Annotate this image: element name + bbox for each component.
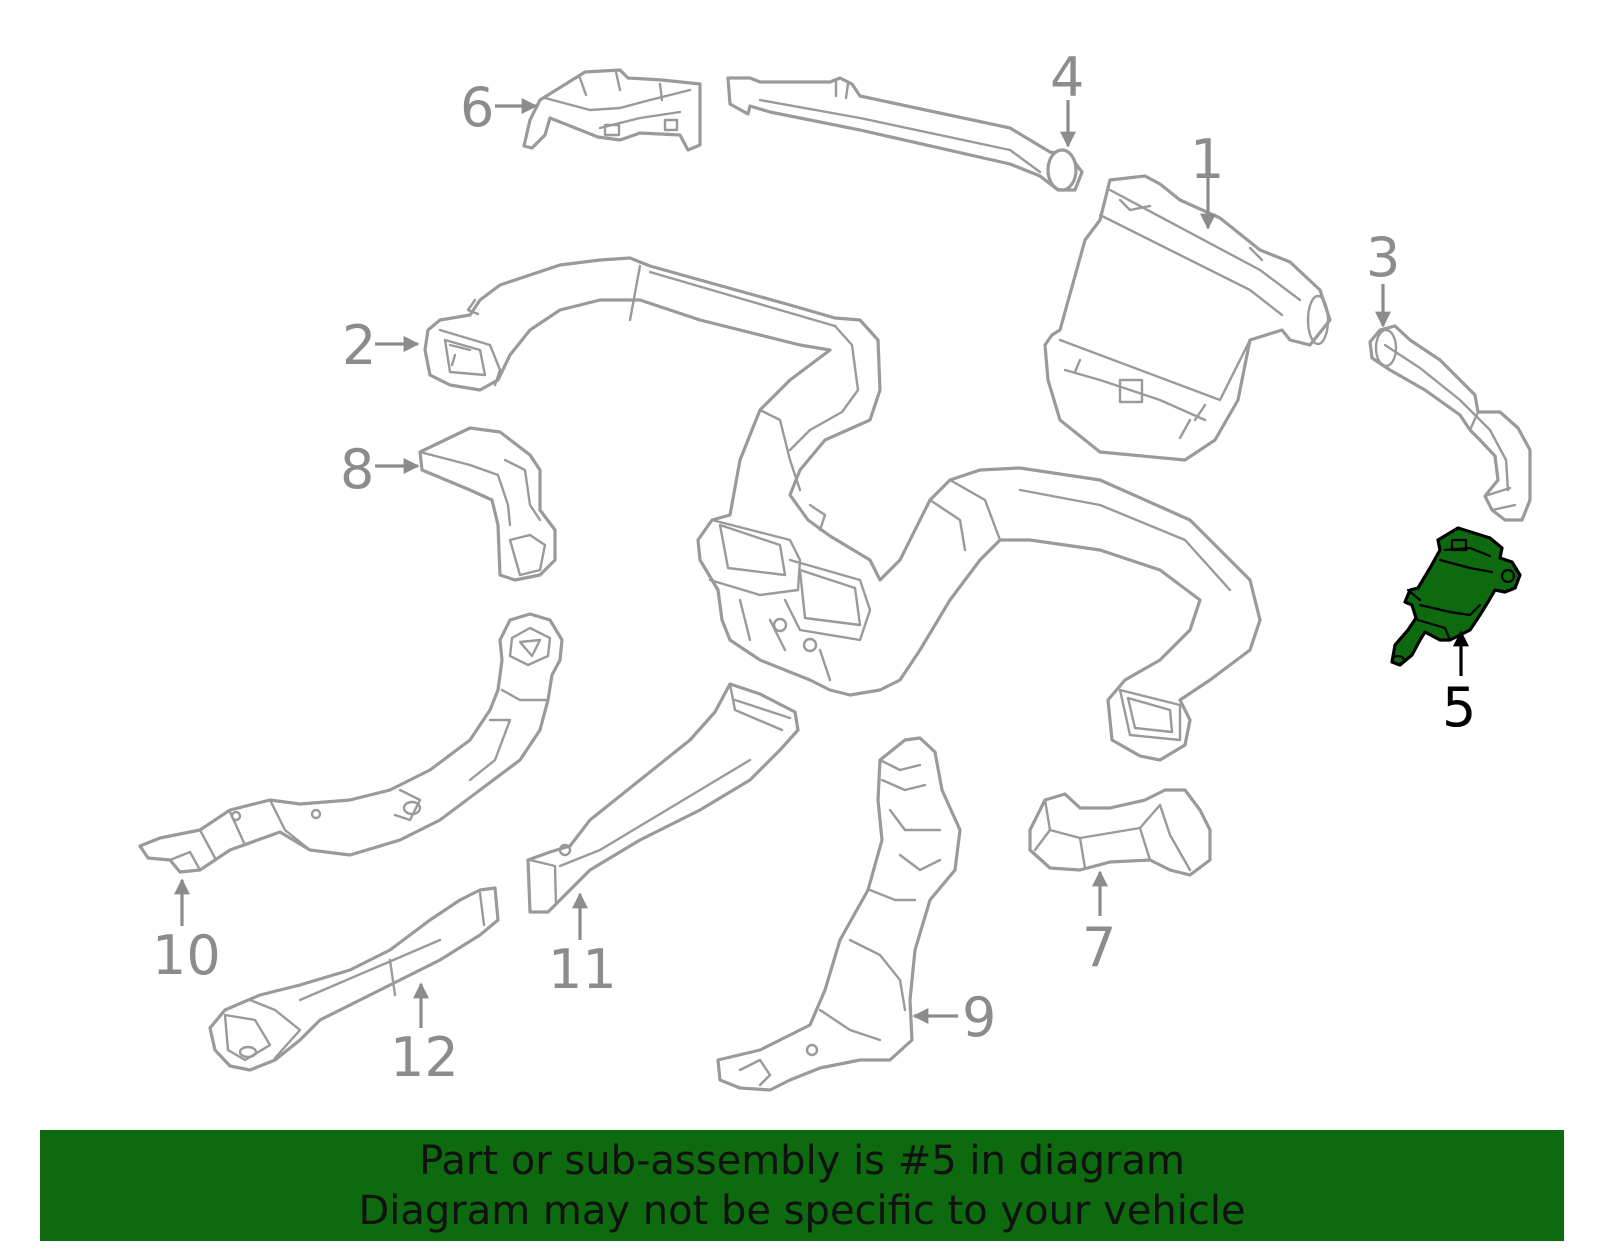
callout-3[interactable]: 3 <box>1366 226 1400 289</box>
part-2-main-duct[interactable] <box>423 256 1262 762</box>
part-9-duct[interactable] <box>716 736 962 1092</box>
part-1-vent-housing[interactable] <box>1043 174 1332 462</box>
part-11-duct[interactable] <box>526 682 800 914</box>
callout-11[interactable]: 11 <box>548 938 617 1001</box>
banner-line-part-number: Part or sub-assembly is #5 in diagram <box>419 1138 1185 1184</box>
part-3-tube[interactable] <box>1368 324 1532 522</box>
part-10-duct[interactable] <box>138 612 564 874</box>
callout-1[interactable]: 1 <box>1190 128 1224 191</box>
callout-9[interactable]: 9 <box>962 986 996 1049</box>
callout-2[interactable]: 2 <box>342 314 376 377</box>
callout-6[interactable]: 6 <box>460 76 494 139</box>
parts-diagram: 1 2 3 4 5 6 7 8 9 10 11 12 <box>138 46 1532 1092</box>
callout-7[interactable]: 7 <box>1082 916 1116 979</box>
banner-line-disclaimer: Diagram may not be specific to your vehi… <box>358 1188 1246 1234</box>
part-6-bracket[interactable] <box>522 68 702 152</box>
part-12-duct[interactable] <box>208 886 500 1072</box>
callout-10[interactable]: 10 <box>152 924 221 987</box>
callout-4[interactable]: 4 <box>1050 46 1084 109</box>
part-5-actuator-highlighted[interactable] <box>1390 526 1522 667</box>
callout-12[interactable]: 12 <box>390 1026 459 1089</box>
part-4-tube[interactable] <box>726 76 1084 192</box>
part-7-elbow[interactable] <box>1028 788 1212 877</box>
info-banner: Part or sub-assembly is #5 in diagram Di… <box>40 1130 1564 1241</box>
callout-8[interactable]: 8 <box>340 438 374 501</box>
callout-5[interactable]: 5 <box>1442 676 1476 739</box>
part-8-elbow[interactable] <box>418 426 557 582</box>
